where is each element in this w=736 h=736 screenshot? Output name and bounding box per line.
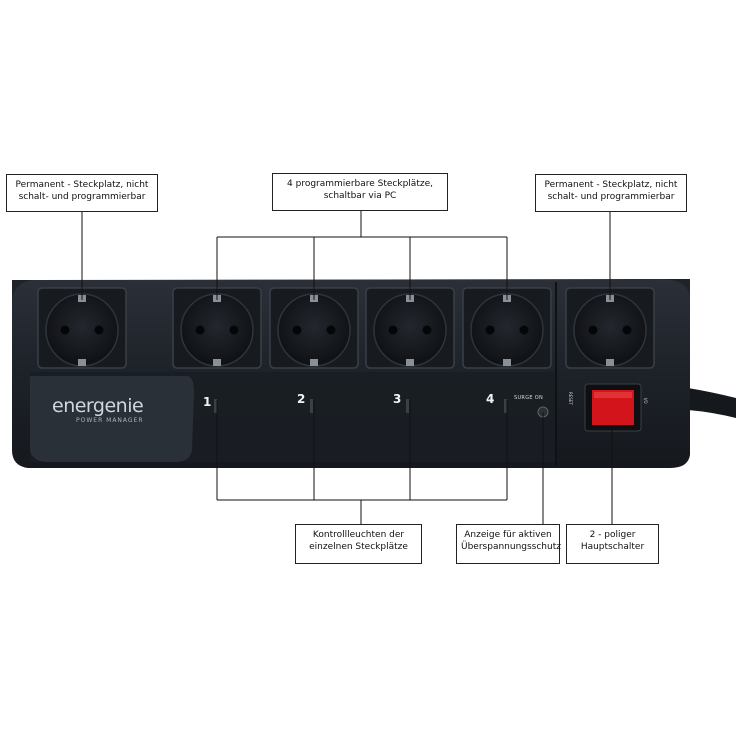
main-switch-highlight: [594, 392, 632, 398]
brand-logo: energenie: [52, 395, 143, 417]
switch-label-io: I/O: [643, 398, 648, 404]
callout-indicators: Kontrollleuchten der einzelnen Steckplät…: [295, 524, 422, 564]
callout-programmable: 4 programmierbare Steckplätze, schaltbar…: [272, 173, 448, 211]
surge-label: SURGE ON: [514, 395, 543, 401]
brand-subtitle: POWER MANAGER: [76, 417, 144, 424]
led-2: [310, 399, 313, 413]
socket-number-4: 4: [486, 392, 494, 406]
callout-surge: Anzeige für aktiven Überspannungsschutz: [456, 524, 560, 564]
callout-switch: 2 - poliger Hauptschalter: [566, 524, 659, 564]
socket-number-3: 3: [393, 392, 401, 406]
socket-number-1: 1: [203, 395, 211, 409]
socket-number-2: 2: [297, 392, 305, 406]
callout-left-permanent: Permanent - Steckplatz, nicht schalt- un…: [6, 174, 158, 212]
power-cable: [688, 388, 736, 418]
switch-label-reset: RESET: [568, 392, 573, 405]
led-3: [406, 399, 409, 413]
callout-right-permanent: Permanent - Steckplatz, nicht schalt- un…: [535, 174, 687, 212]
